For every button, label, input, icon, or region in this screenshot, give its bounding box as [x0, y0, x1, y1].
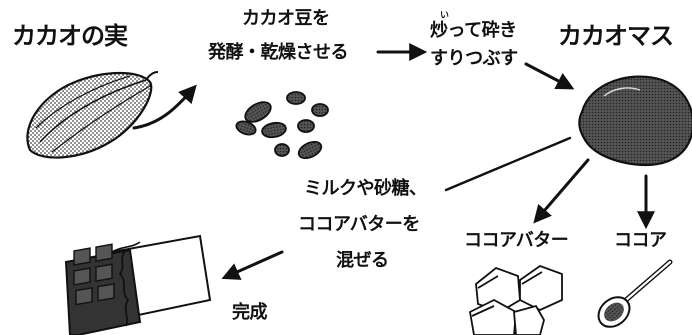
step-roast-line2: すりつぶす [430, 48, 518, 69]
step-roast-line1: 炒って砕き [430, 20, 517, 41]
arrow-mass-to-butter [533, 158, 590, 224]
flow-arrows [132, 43, 655, 280]
cocoa-spoon-icon [597, 259, 673, 328]
step-ferment-line2: 発酵・乾燥させる [208, 42, 349, 63]
step-mix-line2: ココアバターを [298, 214, 420, 235]
label-cacao-mass: カカオマス [558, 22, 674, 50]
mix-input-line [444, 136, 572, 192]
cacao-mass-icon [578, 75, 692, 166]
label-cocoa-butter: ココアバター [464, 230, 569, 251]
arrow-pod-to-beans [132, 84, 197, 130]
label-finished: 完成 [232, 302, 268, 323]
cacao-pod-icon [26, 71, 159, 159]
arrow-mix-to-chocolate [221, 250, 284, 280]
step-ferment-line1: カカオ豆を [242, 8, 330, 29]
label-cacao-pod: カカオの実 [12, 22, 128, 50]
cocoa-butter-icon [468, 264, 563, 335]
ruby-roast: い [440, 11, 450, 21]
step-mix-line3: 混ぜる [336, 250, 389, 271]
chocolate-bar-icon [64, 234, 212, 335]
step-mix-line1: ミルクや砂糖、 [304, 178, 427, 199]
cacao-beans-icon [235, 91, 329, 160]
arrow-roast-to-mass [524, 62, 575, 90]
label-cocoa: ココア [614, 230, 667, 251]
